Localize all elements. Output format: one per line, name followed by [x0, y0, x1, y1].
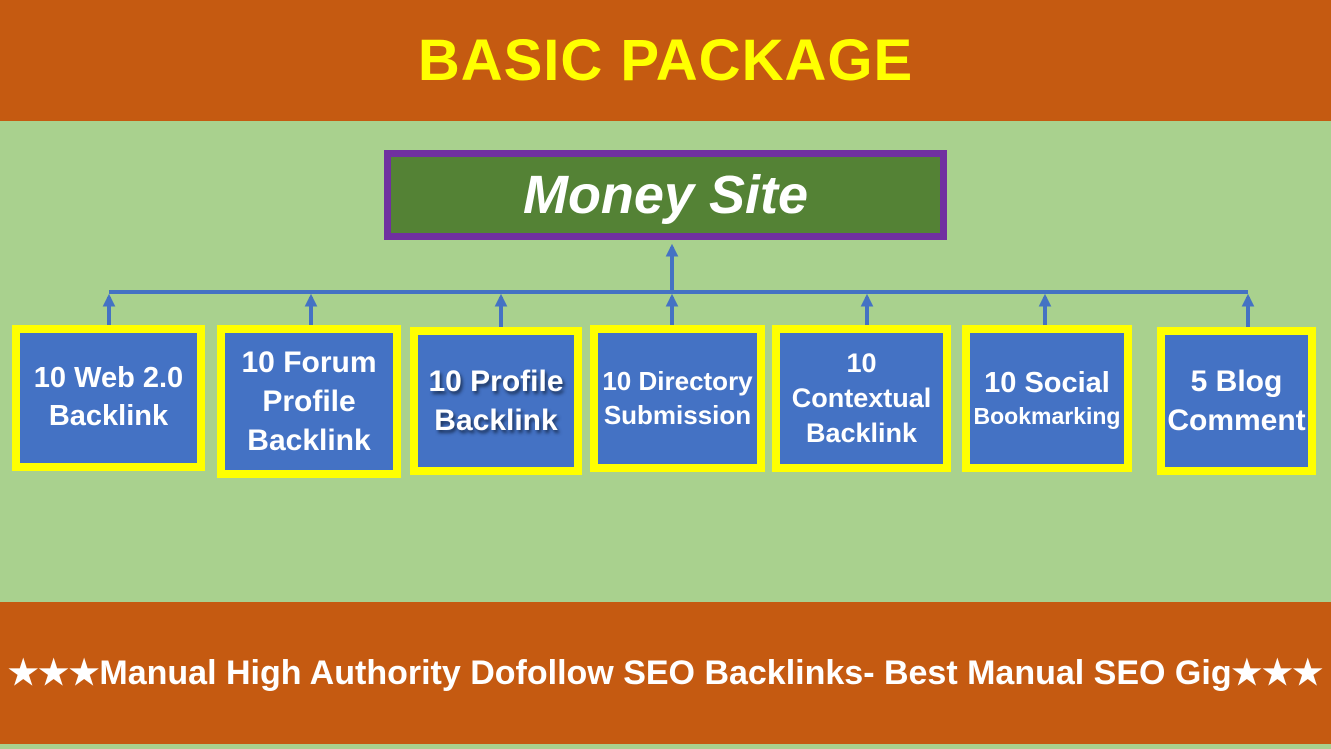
- node-web20-backlink: 10 Web 2.0 Backlink: [12, 325, 205, 471]
- bottom-edge-strip: [0, 744, 1331, 749]
- node-label-line: Profile: [262, 385, 356, 418]
- footer-banner: ★★★Manual High Authority Dofollow SEO Ba…: [0, 602, 1331, 744]
- node-directory-submission: 10 Directory Submission: [590, 325, 765, 472]
- header-banner: BASIC PACKAGE: [0, 0, 1331, 121]
- node-label-line: 10 Directory: [602, 365, 753, 396]
- node-label-line: Comment: [1167, 404, 1306, 437]
- node-profile-backlink: 10 Profile Backlink: [410, 327, 582, 475]
- node-label-line: Contextual: [791, 382, 932, 413]
- node-label-line: 10 Profile: [428, 365, 564, 398]
- node-blog-comment: 5 Blog Comment: [1157, 327, 1316, 475]
- node-contextual-backlink: 10 Contextual Backlink: [772, 325, 951, 472]
- node-label-line: Backlink: [434, 404, 558, 437]
- node-label-line: Bookmarking: [973, 403, 1121, 430]
- node-label-line: 10 Social: [984, 366, 1110, 399]
- node-label-line: 5 Blog: [1190, 365, 1283, 398]
- node-social-bookmarking: 10 Social Bookmarking: [962, 325, 1132, 472]
- node-forum-profile-backlink: 10 Forum Profile Backlink: [217, 325, 401, 478]
- money-site-node: Money Site: [384, 150, 947, 240]
- node-label-line: 10: [846, 347, 877, 378]
- node-label-line: Backlink: [48, 400, 169, 432]
- node-label-line: Backlink: [247, 424, 371, 457]
- node-label-line: 10 Web 2.0: [33, 362, 184, 395]
- page-title: BASIC PACKAGE: [417, 28, 914, 93]
- node-label-line: Submission: [603, 399, 752, 430]
- node-label-line: Backlink: [805, 418, 918, 449]
- node-label-line: 10 Forum: [241, 346, 377, 379]
- footer-text: ★★★Manual High Authority Dofollow SEO Ba…: [7, 654, 1324, 692]
- money-site-label: Money Site: [522, 165, 809, 225]
